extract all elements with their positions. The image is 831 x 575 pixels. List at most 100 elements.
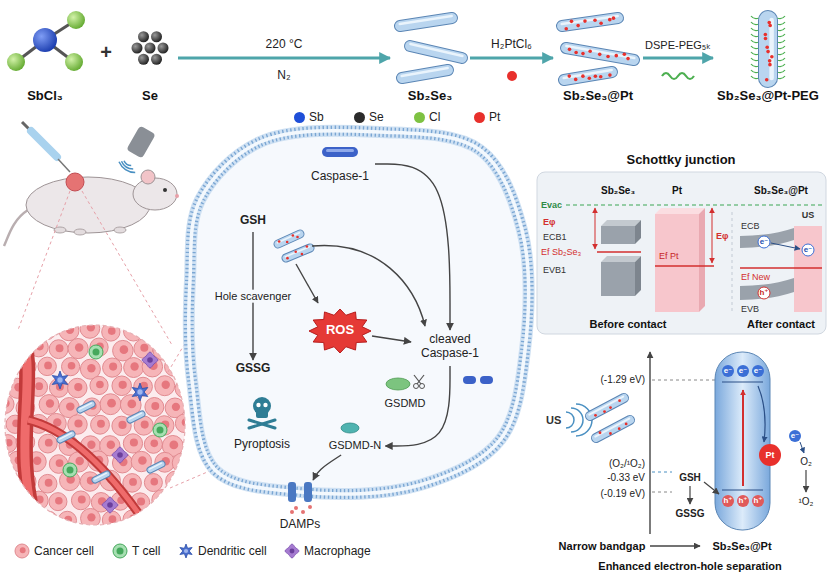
cell-illustration (189, 131, 529, 514)
annotation: US (802, 210, 815, 220)
pt-dot (764, 33, 768, 37)
ros-burst-outline (309, 309, 371, 353)
conduction-band-block (635, 220, 641, 244)
nanorod (60, 433, 72, 439)
legend-text: Cancer cell (34, 544, 94, 558)
legend-text: Macrophage (304, 544, 371, 558)
work-function-arrow (712, 208, 713, 263)
tumor (66, 173, 84, 191)
nanorod (80, 404, 92, 410)
cell-nucleus (129, 478, 137, 486)
cell-nucleus (14, 344, 22, 352)
cancer-cell (62, 358, 80, 376)
annotation: h⁺ (753, 496, 762, 505)
nanorod (410, 46, 462, 58)
connector-arrow (178, 57, 390, 60)
annotation: Narrow bandgap (559, 540, 646, 553)
pt-particle (759, 444, 781, 466)
node-box: Se (122, 10, 178, 106)
annotation: Eφ (543, 217, 555, 227)
annotation: GSSG (676, 508, 705, 520)
pt-precursor-dot (507, 71, 517, 81)
pt-dot (570, 20, 574, 24)
legend-icon (14, 543, 30, 559)
pt-dot (581, 52, 585, 56)
node-label: Pyroptosis (234, 438, 290, 452)
annotation: (-0.19 eV) (601, 488, 645, 500)
cell-nucleus (119, 381, 127, 389)
pt-dot (593, 18, 597, 22)
sb-atom (33, 28, 57, 52)
cell-nucleus (172, 516, 180, 524)
nanorod (596, 420, 630, 438)
scissors-handle (414, 384, 419, 389)
cleaved-caspase-icon (463, 376, 476, 384)
cancer-cell (172, 453, 192, 473)
annotation: Ef Pt (659, 251, 679, 261)
node-label: Sb₂Se₃@Pt (563, 89, 633, 104)
legend-text: T cell (132, 544, 160, 558)
cell-nucleus (120, 345, 129, 354)
cl-atom (67, 11, 85, 29)
cell-nucleus (74, 419, 82, 427)
annotation: e⁻ (754, 366, 763, 375)
nanorod (758, 20, 778, 78)
peg-squiggle (662, 73, 694, 79)
electron (758, 236, 770, 248)
cell-nucleus (96, 381, 104, 389)
cancer-cell (38, 357, 56, 375)
peg-fiber (777, 34, 785, 37)
nanorod (60, 434, 72, 440)
legend-text: Se (369, 110, 384, 124)
cancer-cell (155, 376, 175, 396)
t-cell (153, 423, 167, 437)
zoom-line (18, 191, 70, 330)
cancer-cell (145, 512, 164, 531)
connector-arrow (643, 57, 713, 60)
cancer-cell (8, 489, 28, 509)
pt-dot (301, 253, 304, 256)
nanorod (286, 248, 310, 258)
annotation: Eφ (716, 231, 728, 241)
annotation: Sb₂Se₃@Pt (754, 185, 808, 197)
zoom-line (170, 470, 212, 488)
nanorod (596, 420, 630, 438)
cl-atom (65, 53, 83, 71)
fermi-level (655, 265, 714, 267)
legend-icon (284, 543, 300, 559)
mouse-head (133, 178, 177, 210)
pt-block (655, 208, 705, 214)
legend-item: T cell (112, 542, 160, 560)
hole (752, 495, 764, 507)
ultrasound-wave (571, 408, 583, 432)
scissors-handle (420, 384, 425, 389)
pt-dot (770, 55, 774, 59)
cell-nucleus (118, 421, 126, 429)
nanorod (130, 414, 142, 420)
annotation: Sb₂Se₃@Pt (712, 540, 771, 553)
cancer-cell (68, 338, 88, 358)
cancer-cell (166, 471, 186, 491)
scissors-blade (414, 375, 421, 384)
cell-nucleus (179, 458, 187, 466)
pt-dot (574, 51, 578, 55)
cell-nucleus (75, 457, 84, 466)
cell-nucleus (45, 516, 53, 524)
dendritic-cell (180, 544, 192, 558)
peg-fiber (777, 22, 785, 25)
cancer-cell (124, 358, 144, 378)
peg-fiber (777, 70, 785, 73)
nanorod (95, 474, 107, 480)
schottky-illustration (537, 172, 826, 334)
cell-nucleus (56, 459, 64, 467)
nanorod (410, 46, 462, 58)
nanorod (562, 16, 618, 24)
energy-level (652, 380, 715, 381)
node-label: GSSG (236, 362, 271, 376)
connector-arrow (313, 455, 341, 480)
cell-nucleus (137, 497, 145, 505)
membrane-pore (304, 482, 312, 502)
pt-dot (768, 24, 772, 28)
annotation: ¹O₂ (799, 496, 814, 508)
